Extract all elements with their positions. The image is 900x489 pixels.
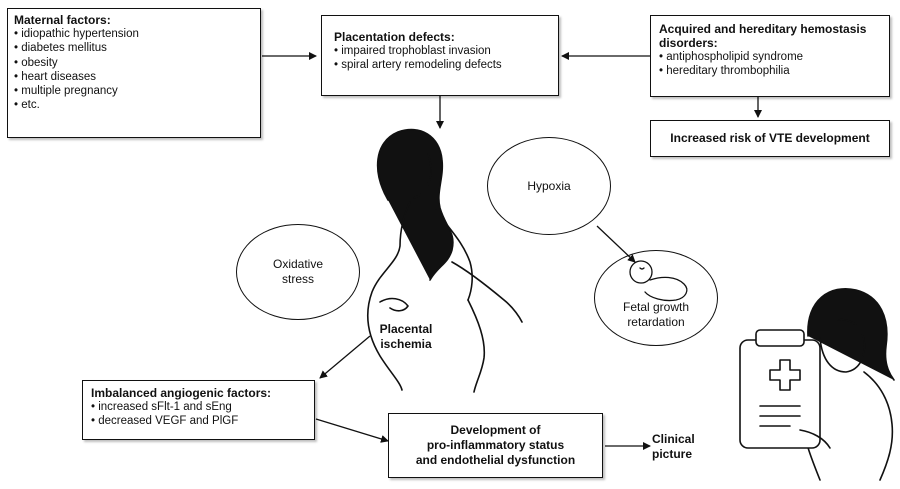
placentation-defects-title: Placentation defects:	[334, 30, 455, 44]
list-item: antiphospholipid syndrome	[659, 50, 881, 64]
fetal-growth-node: Fetal growth retardation	[594, 250, 718, 346]
oxidative-line1: Oxidative	[272, 257, 324, 271]
arrow-ischemia-to-angiogenic	[319, 335, 371, 379]
vte-risk-label: Increased risk of VTE development	[670, 131, 870, 145]
development-line3: and endothelial dysfunction	[415, 453, 576, 467]
hypoxia-node: Hypoxia	[487, 137, 611, 235]
angiogenic-factors-box: Imbalanced angiogenic factors: increased…	[82, 380, 315, 440]
development-box: Development of pro-inflammatory status a…	[388, 413, 603, 478]
pregnant-woman-illustration	[367, 128, 523, 393]
fetal-line1: Fetal growth	[622, 300, 690, 314]
clinical-line2: picture	[652, 447, 693, 461]
doctor-illustration	[739, 288, 895, 481]
list-item: impaired trophoblast invasion	[334, 44, 548, 58]
maternal-factors-title: Maternal factors:	[14, 13, 111, 27]
angiogenic-title: Imbalanced angiogenic factors:	[91, 386, 272, 400]
clinical-picture-label: Clinical picture	[652, 432, 712, 462]
placentation-defects-list: impaired trophoblast invasion spiral art…	[334, 44, 548, 73]
list-item: decreased VEGF and PlGF	[91, 414, 306, 428]
ischemia-line1: Placental	[379, 322, 433, 336]
ischemia-line2: ischemia	[380, 337, 432, 351]
development-line2: pro-inflammatory status	[426, 438, 565, 452]
development-line1: Development of	[450, 423, 541, 437]
maternal-factors-box: Maternal factors: idiopathic hypertensio…	[7, 8, 261, 138]
clinical-line1: Clinical	[652, 432, 695, 446]
hypoxia-label: Hypoxia	[527, 178, 571, 193]
arrow-angiogenic-to-development	[315, 418, 389, 443]
angiogenic-list: increased sFlt-1 and sEng decreased VEGF…	[91, 400, 306, 429]
list-item: obesity	[14, 56, 254, 70]
hemostasis-disorders-box: Acquired and hereditary hemostasis disor…	[650, 15, 890, 97]
maternal-factors-list: idiopathic hypertension diabetes mellitu…	[14, 27, 254, 113]
list-item: hereditary thrombophilia	[659, 64, 881, 78]
oxidative-stress-node: Oxidative stress	[236, 224, 360, 320]
list-item: etc.	[14, 98, 254, 112]
list-item: increased sFlt-1 and sEng	[91, 400, 306, 414]
list-item: heart diseases	[14, 70, 254, 84]
hemostasis-title-line2: disorders:	[659, 36, 718, 50]
hemostasis-title-line1: Acquired and hereditary hemostasis	[659, 22, 867, 36]
hemostasis-list: antiphospholipid syndrome hereditary thr…	[659, 50, 881, 79]
placental-ischemia-label: Placental ischemia	[366, 322, 446, 352]
fetal-line2: retardation	[627, 315, 685, 329]
list-item: spiral artery remodeling defects	[334, 58, 548, 72]
placentation-defects-box: Placentation defects: impaired trophobla…	[321, 15, 559, 96]
list-item: diabetes mellitus	[14, 41, 254, 55]
list-item: idiopathic hypertension	[14, 27, 254, 41]
list-item: multiple pregnancy	[14, 84, 254, 98]
vte-risk-box: Increased risk of VTE development	[650, 120, 890, 157]
oxidative-line2: stress	[281, 272, 314, 286]
